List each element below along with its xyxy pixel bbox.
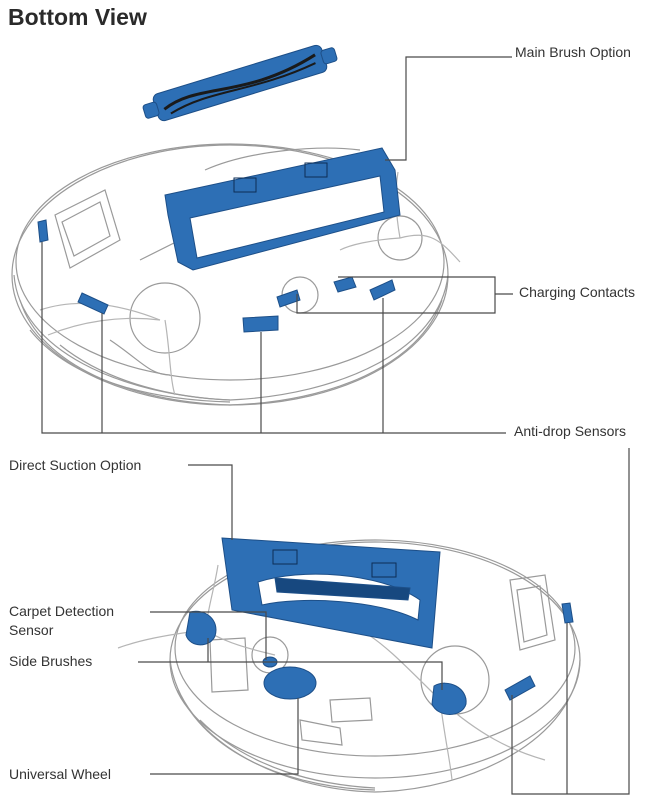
- suction-plate: [221, 537, 441, 649]
- label-anti-drop: Anti-drop Sensors: [514, 423, 627, 439]
- robot-top-body: [11, 143, 449, 406]
- robot-bottom-body: [169, 539, 581, 793]
- brush-frame: [164, 147, 401, 271]
- leader-universal-wheel: [150, 698, 299, 775]
- label-universal-wheel: Universal Wheel: [9, 766, 111, 782]
- charging-contact-marks: [276, 276, 357, 308]
- leader-anti-drop-bottom: [511, 448, 630, 795]
- bottom-sensor-marks: [504, 602, 574, 701]
- leader-anti-drop: [41, 242, 506, 434]
- leader-main-brush: [385, 56, 512, 161]
- main-brush-roller: [142, 44, 338, 122]
- leader-carpet-sensor: [150, 611, 267, 660]
- leader-side-brushes: [138, 638, 443, 690]
- label-carpet-detection-line2: Sensor: [9, 622, 54, 638]
- page-title: Bottom View: [8, 4, 147, 30]
- label-charging-contacts: Charging Contacts: [519, 284, 635, 300]
- leader-direct-suction: [188, 464, 233, 540]
- leader-charging-contacts: [296, 276, 513, 314]
- label-direct-suction: Direct Suction Option: [9, 457, 142, 473]
- anti-drop-sensor-marks: [37, 219, 396, 333]
- label-carpet-detection-line1: Carpet Detection: [9, 603, 115, 619]
- side-brush-hubs: [185, 610, 467, 715]
- robot-bottom-wheels: [209, 574, 556, 693]
- label-main-brush: Main Brush Option: [515, 44, 631, 60]
- universal-wheel-mark: [263, 666, 317, 700]
- label-side-brushes: Side Brushes: [9, 653, 93, 669]
